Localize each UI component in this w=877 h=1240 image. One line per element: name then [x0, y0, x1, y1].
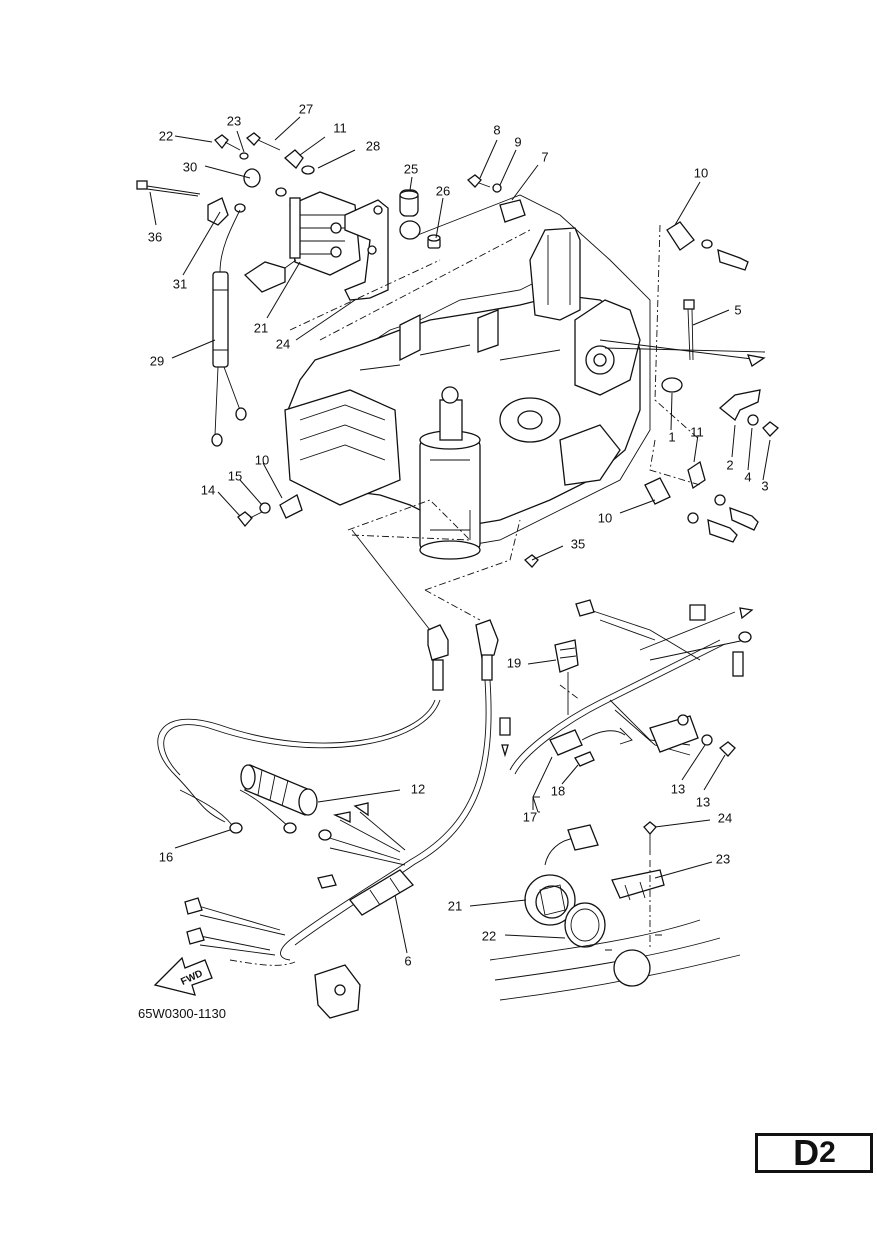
callout-10-left: 10: [255, 452, 269, 467]
callout-12: 12: [411, 781, 425, 796]
callout-24: 24: [718, 810, 732, 825]
bracket-2: [718, 389, 761, 422]
fuse-19: [574, 751, 595, 767]
page-tab-number: 2: [819, 1136, 836, 1169]
boot-34: [207, 197, 229, 226]
callout-35: 35: [571, 536, 585, 551]
callout-28: 24: [276, 336, 290, 351]
callout-25: 21: [254, 320, 268, 335]
callout-numbers: 27 11 28 22 23 30 36 31 25 26 21 24 29 8…: [148, 101, 769, 968]
clamp-10-right: [644, 477, 759, 543]
callout-10-right: 10: [598, 510, 612, 525]
callout-9: 9: [514, 134, 521, 149]
callout-17: 16: [159, 849, 173, 864]
collar-30: [427, 234, 441, 249]
leader-lines: [149, 116, 771, 954]
callout-34-bottom: 31: [173, 276, 187, 291]
bolt-15-washer-16-clamp-10: [237, 494, 303, 528]
callout-10-top: 10: [694, 165, 708, 180]
screw-24: [643, 821, 657, 855]
callout-21: 21: [448, 898, 462, 913]
bolt-8: [466, 174, 491, 188]
reference-code: 65W0300-1130: [138, 1006, 226, 1021]
seal-22: [564, 902, 606, 948]
callout-26: 22: [159, 128, 173, 143]
clamp-7: [499, 199, 526, 223]
callout-34-top: 30: [183, 159, 197, 174]
clamp-10-top-right: [666, 221, 749, 271]
sleeve-12: [240, 764, 318, 816]
callout-16: 15: [228, 468, 242, 483]
bolt-31: [245, 132, 281, 151]
callout-19: 18: [551, 783, 565, 798]
page-tab-letter: D: [793, 1132, 819, 1173]
rectifier-regulator: [243, 191, 361, 293]
battery-lead-terminals: [499, 699, 736, 758]
washers-27-32-34: [234, 152, 315, 213]
callout-31: 27: [299, 101, 313, 116]
grommet-21: [524, 824, 599, 926]
callout-18: 17: [523, 809, 537, 824]
callout-22: 22: [482, 928, 496, 943]
callout-23: 23: [716, 851, 730, 866]
callout-7: 7: [541, 149, 548, 164]
callout-11-top: 11: [333, 120, 347, 135]
ground-lead-33: [211, 209, 247, 447]
callout-15: 14: [201, 482, 215, 497]
grommet-29: [399, 189, 421, 240]
engine-block: [284, 194, 651, 560]
bracket-23: [611, 869, 665, 901]
clamp-11-top: [283, 149, 304, 169]
callout-30: 26: [436, 183, 450, 198]
callout-33: 29: [150, 353, 164, 368]
callout-13: 13: [696, 794, 710, 809]
bolt-3-washer-4: [747, 414, 779, 437]
connector-20: [554, 639, 579, 715]
bottom-cowling: [489, 919, 741, 1001]
callout-27: 23: [227, 113, 241, 128]
callout-20: 19: [507, 655, 521, 670]
bolt-26: [214, 134, 241, 151]
callout-36: 36: [148, 229, 162, 244]
reference-lines: [229, 224, 701, 966]
wire-harness-6: [157, 599, 754, 961]
cable-1: [599, 339, 766, 393]
callout-5: 5: [734, 302, 741, 317]
switch-box: [314, 964, 361, 1019]
clamp-11-right: [687, 460, 706, 490]
callout-8: 8: [493, 122, 500, 137]
callout-4: 4: [744, 469, 751, 484]
bolt-35: [523, 554, 539, 568]
callout-3: 3: [761, 478, 768, 493]
callout-6: 6: [404, 953, 411, 968]
washer-9: [492, 183, 502, 193]
callout-2: 2: [726, 457, 733, 472]
cable-tie-36: [136, 180, 201, 197]
callout-14: 13: [671, 781, 685, 796]
fuse-holder-18: [549, 727, 633, 756]
spark-plug-caps: [351, 510, 499, 691]
callout-29: 25: [404, 161, 418, 176]
callout-32: 28: [366, 138, 380, 153]
fwd-arrow: FWD: [153, 956, 213, 996]
callout-11-right: 11: [690, 424, 704, 439]
callout-1: 1: [668, 429, 675, 444]
bracket-28: [344, 199, 389, 301]
